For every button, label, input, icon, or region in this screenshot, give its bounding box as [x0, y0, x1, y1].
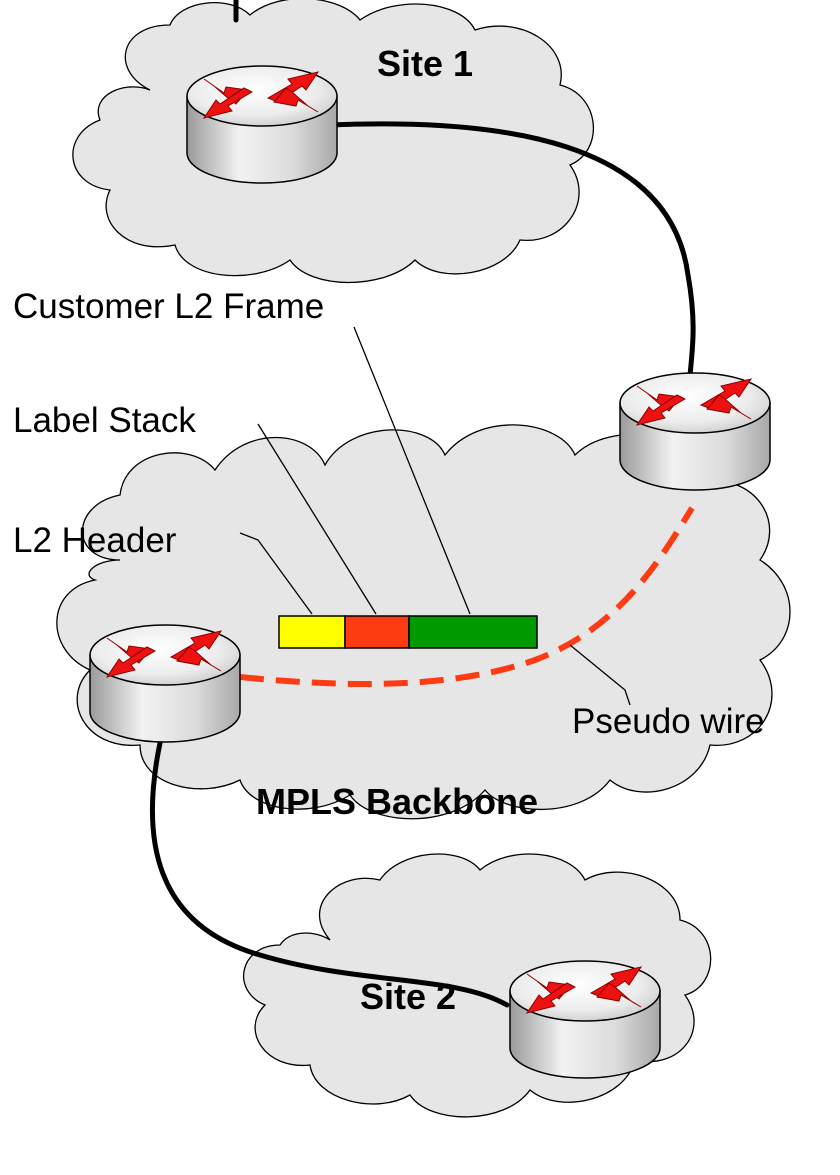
leader-customer-frame	[353, 326, 471, 615]
customer-frame-label: Customer L2 Frame	[13, 287, 324, 326]
leader-l2-header	[239, 532, 313, 615]
frame-stack	[278, 615, 538, 649]
customer-frame-segment	[408, 615, 538, 649]
link-site1-to-pe1	[327, 121, 696, 378]
backbone-label: MPLS Backbone	[256, 781, 538, 822]
router-icon	[89, 624, 241, 743]
site2-label: Site 2	[360, 976, 456, 1017]
link-pe2-to-site2	[149, 740, 510, 1008]
label-stack-label: Label Stack	[13, 401, 196, 440]
pseudowire-label: Pseudo wire	[572, 702, 765, 741]
l2-header-segment	[278, 615, 346, 649]
router-icon	[619, 372, 771, 491]
leader-pseudowire	[569, 644, 631, 706]
label-stack-segment	[344, 615, 410, 649]
router-icon	[509, 960, 661, 1079]
l2-header-label: L2 Header	[13, 521, 177, 560]
router-icon	[186, 65, 338, 184]
leader-label-stack	[257, 423, 377, 615]
pseudowire-path	[239, 506, 695, 687]
site1-label: Site 1	[377, 43, 473, 84]
